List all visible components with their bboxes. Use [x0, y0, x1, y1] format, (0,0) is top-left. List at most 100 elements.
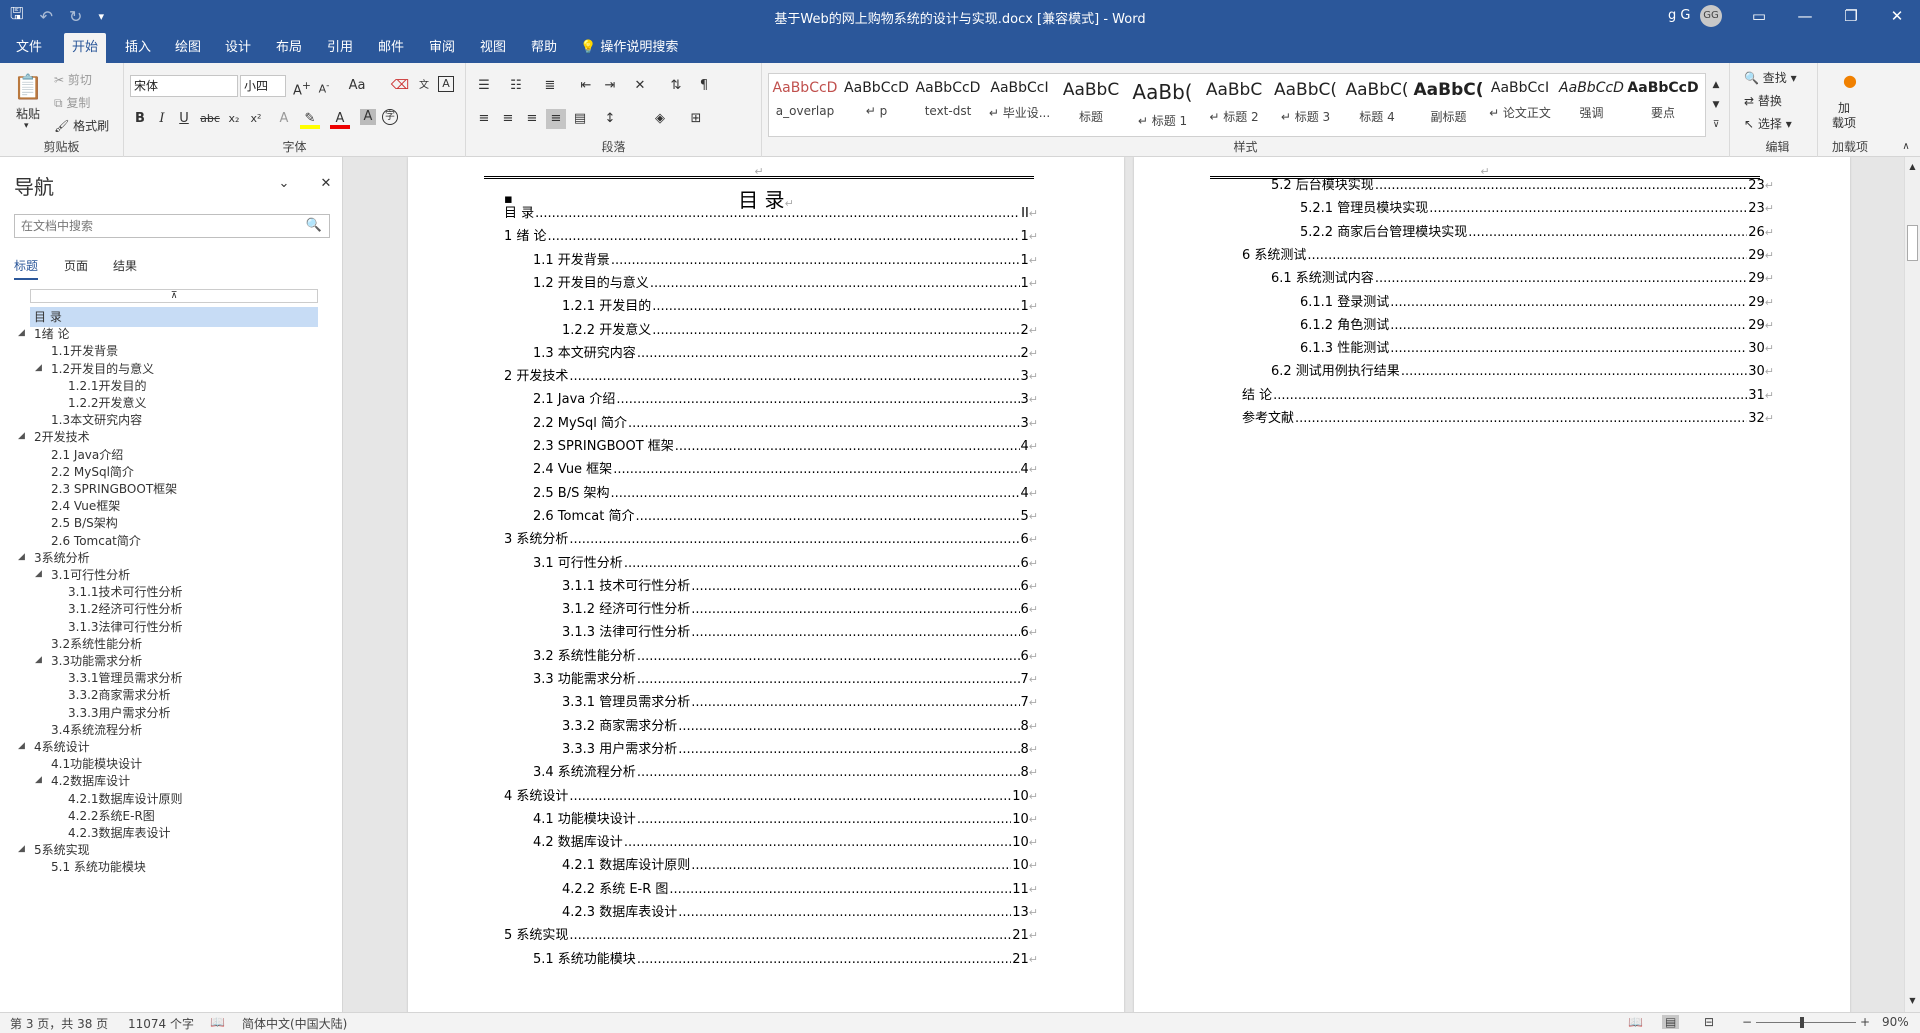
cut-button[interactable]: ✂ 剪切 — [54, 73, 92, 87]
nav-heading-item[interactable]: 1.2.1开发目的 — [68, 378, 147, 393]
tab-mailings[interactable]: 邮件 — [378, 40, 405, 55]
grow-font-icon[interactable]: A+ — [293, 79, 311, 99]
nav-heading-item[interactable]: 5.1 系统功能模块 — [51, 860, 146, 875]
shrink-font-icon[interactable]: A- — [318, 80, 330, 96]
toc-entry[interactable]: 5 系统实现21↵ — [504, 924, 1038, 947]
nav-heading-item[interactable]: 2.5 B/S架构 — [51, 516, 118, 531]
collapse-triangle-icon[interactable]: ◢ — [18, 741, 25, 751]
nav-tab-headings[interactable]: 标题 — [14, 257, 39, 280]
font-name-box[interactable]: 宋体 — [130, 75, 238, 97]
toc-entry[interactable]: 6.2 测试用例执行结果30↵ — [1271, 360, 1774, 383]
toc-entry[interactable]: 1 绪 论1↵ — [504, 225, 1038, 248]
nav-heading-item[interactable]: 3.3.2商家需求分析 — [68, 688, 171, 703]
align-center-icon[interactable]: ≡ — [502, 111, 514, 126]
nav-heading-item[interactable]: 4系统设计 — [34, 740, 90, 754]
underline-icon[interactable]: U — [179, 111, 189, 126]
nav-heading-item[interactable]: 2.2 MySql简介 — [51, 464, 134, 479]
toc-entry[interactable]: 4.2 数据库设计10↵ — [533, 831, 1038, 854]
bold-icon[interactable]: B — [135, 111, 145, 126]
toc-entry[interactable]: 5.2.2 商家后台管理模块实现26↵ — [1300, 221, 1774, 244]
toc-entry[interactable]: 4.2.2 系统 E-R 图11↵ — [562, 878, 1038, 901]
nav-heading-item[interactable]: 4.2.2系统E-R图 — [68, 808, 155, 823]
style-item[interactable]: AaBb(↵ 标题 1 — [1127, 74, 1199, 136]
collapse-triangle-icon[interactable]: ◢ — [35, 362, 42, 373]
collapse-triangle-icon[interactable]: ◢ — [35, 655, 42, 665]
superscript-icon[interactable]: x² — [250, 112, 262, 125]
minimize-icon[interactable]: — — [1797, 7, 1813, 25]
toc-entry[interactable]: 2.2 MySql 简介3↵ — [533, 412, 1038, 435]
scroll-down-icon[interactable]: ▼ — [1909, 996, 1916, 1005]
tab-references[interactable]: 引用 — [327, 40, 354, 55]
distributed-icon[interactable]: ▤ — [573, 111, 587, 126]
align-left-icon[interactable]: ≡ — [478, 111, 490, 126]
nav-heading-item[interactable]: 4.2数据库设计 — [51, 774, 131, 789]
bullets-icon[interactable]: ☰ — [478, 78, 490, 93]
tab-help[interactable]: 帮助 — [531, 40, 558, 55]
nav-tab-pages[interactable]: 页面 — [64, 259, 89, 273]
asian-layout-icon[interactable]: ✕ — [634, 78, 646, 93]
addin-load-button[interactable]: 加 载项 — [1832, 101, 1857, 130]
nav-heading-item[interactable]: 目 录 — [30, 307, 318, 327]
style-item[interactable]: AaBbCcI↵ 毕业设... — [984, 74, 1056, 136]
multilevel-list-icon[interactable]: ≣ — [544, 78, 556, 93]
tab-layout[interactable]: 布局 — [276, 40, 303, 55]
styles-scroll-up-icon[interactable]: ▲ — [1712, 80, 1720, 90]
collapse-triangle-icon[interactable]: ◢ — [35, 569, 42, 579]
toc-entry[interactable]: 3.2 系统性能分析6↵ — [533, 645, 1038, 668]
toc-entry[interactable]: 3.3 功能需求分析7↵ — [533, 668, 1038, 691]
toc-entry[interactable]: 6.1.2 角色测试29↵ — [1300, 314, 1774, 337]
text-effects-icon[interactable]: A — [279, 111, 289, 126]
toc-entry[interactable]: 3.4 系统流程分析8↵ — [533, 761, 1038, 784]
font-color-icon[interactable]: A — [330, 109, 350, 129]
tab-view[interactable]: 视图 — [480, 40, 507, 55]
restore-icon[interactable]: ❐ — [1844, 7, 1858, 25]
collapse-ribbon-icon[interactable]: ∧ — [1902, 141, 1910, 152]
nav-heading-item[interactable]: 2.1 Java介绍 — [51, 447, 124, 462]
numbering-icon[interactable]: ☷ — [510, 78, 522, 93]
nav-heading-item[interactable]: 5系统实现 — [34, 843, 90, 858]
nav-heading-item[interactable]: 1.2开发目的与意义 — [51, 361, 155, 376]
select-button[interactable]: ↖ 选择 ▾ — [1744, 117, 1792, 131]
ribbon-display-options-icon[interactable]: ▭ — [1751, 7, 1767, 25]
nav-heading-item[interactable]: 3.4系统流程分析 — [51, 722, 143, 737]
replace-button[interactable]: ⇄ 替换 — [1744, 94, 1782, 108]
tell-me-search[interactable]: 💡 操作说明搜索 — [580, 33, 678, 63]
toc-entry[interactable]: 2.5 B/S 架构4↵ — [533, 482, 1038, 505]
scroll-up-icon[interactable]: ▲ — [1909, 162, 1916, 171]
change-case-icon[interactable]: Aa — [344, 76, 370, 96]
nav-heading-item[interactable]: 2.3 SPRINGBOOT框架 — [51, 482, 178, 496]
zoom-slider[interactable] — [1756, 1022, 1856, 1023]
style-item[interactable]: AaBbC(副标题 — [1413, 74, 1485, 136]
shading-icon[interactable]: ◈ — [655, 111, 665, 126]
nav-tab-results[interactable]: 结果 — [113, 259, 138, 273]
toc-entry[interactable]: 6.1.1 登录测试29↵ — [1300, 291, 1774, 314]
style-item[interactable]: AaBbCcD↵ p — [841, 74, 913, 136]
nav-collapse-top-icon[interactable]: ⊼ — [30, 289, 318, 303]
nav-heading-item[interactable]: 3.1.1技术可行性分析 — [68, 585, 183, 600]
toc-entry[interactable]: 结 论31↵ — [1242, 384, 1774, 407]
nav-heading-item[interactable]: 3系统分析 — [34, 550, 90, 565]
proofing-icon[interactable]: 📖 — [210, 1015, 225, 1029]
web-layout-icon[interactable]: ⊟ — [1704, 1015, 1715, 1029]
styles-more-icon[interactable]: ⊽ — [1712, 120, 1720, 130]
read-mode-icon[interactable]: 📖 — [1628, 1015, 1643, 1029]
nav-heading-item[interactable]: 2开发技术 — [34, 430, 90, 445]
styles-scroll-down-icon[interactable]: ▼ — [1712, 100, 1720, 110]
find-button[interactable]: 🔍 查找 ▾ — [1744, 71, 1797, 85]
collapse-triangle-icon[interactable]: ◢ — [18, 431, 25, 442]
toc-entry[interactable]: 目 录II↵ — [504, 202, 1038, 225]
toc-entry[interactable]: 1.2 开发目的与意义1↵ — [533, 272, 1038, 295]
style-item[interactable]: AaBbCcI↵ 论文正文 — [1484, 74, 1556, 136]
toc-entry[interactable]: 6 系统测试29↵ — [1242, 244, 1774, 267]
nav-heading-item[interactable]: 3.1可行性分析 — [51, 568, 131, 582]
italic-icon[interactable]: I — [159, 111, 165, 126]
toc-entry[interactable]: 5.2 后台模块实现23↵ — [1271, 174, 1774, 197]
toc-entry[interactable]: 4.2.1 数据库设计原则10↵ — [562, 854, 1038, 877]
toc-entry[interactable]: 3.1.2 经济可行性分析6↵ — [562, 598, 1038, 621]
zoom-in-icon[interactable]: + — [1860, 1015, 1871, 1029]
tab-draw[interactable]: 绘图 — [175, 40, 202, 55]
